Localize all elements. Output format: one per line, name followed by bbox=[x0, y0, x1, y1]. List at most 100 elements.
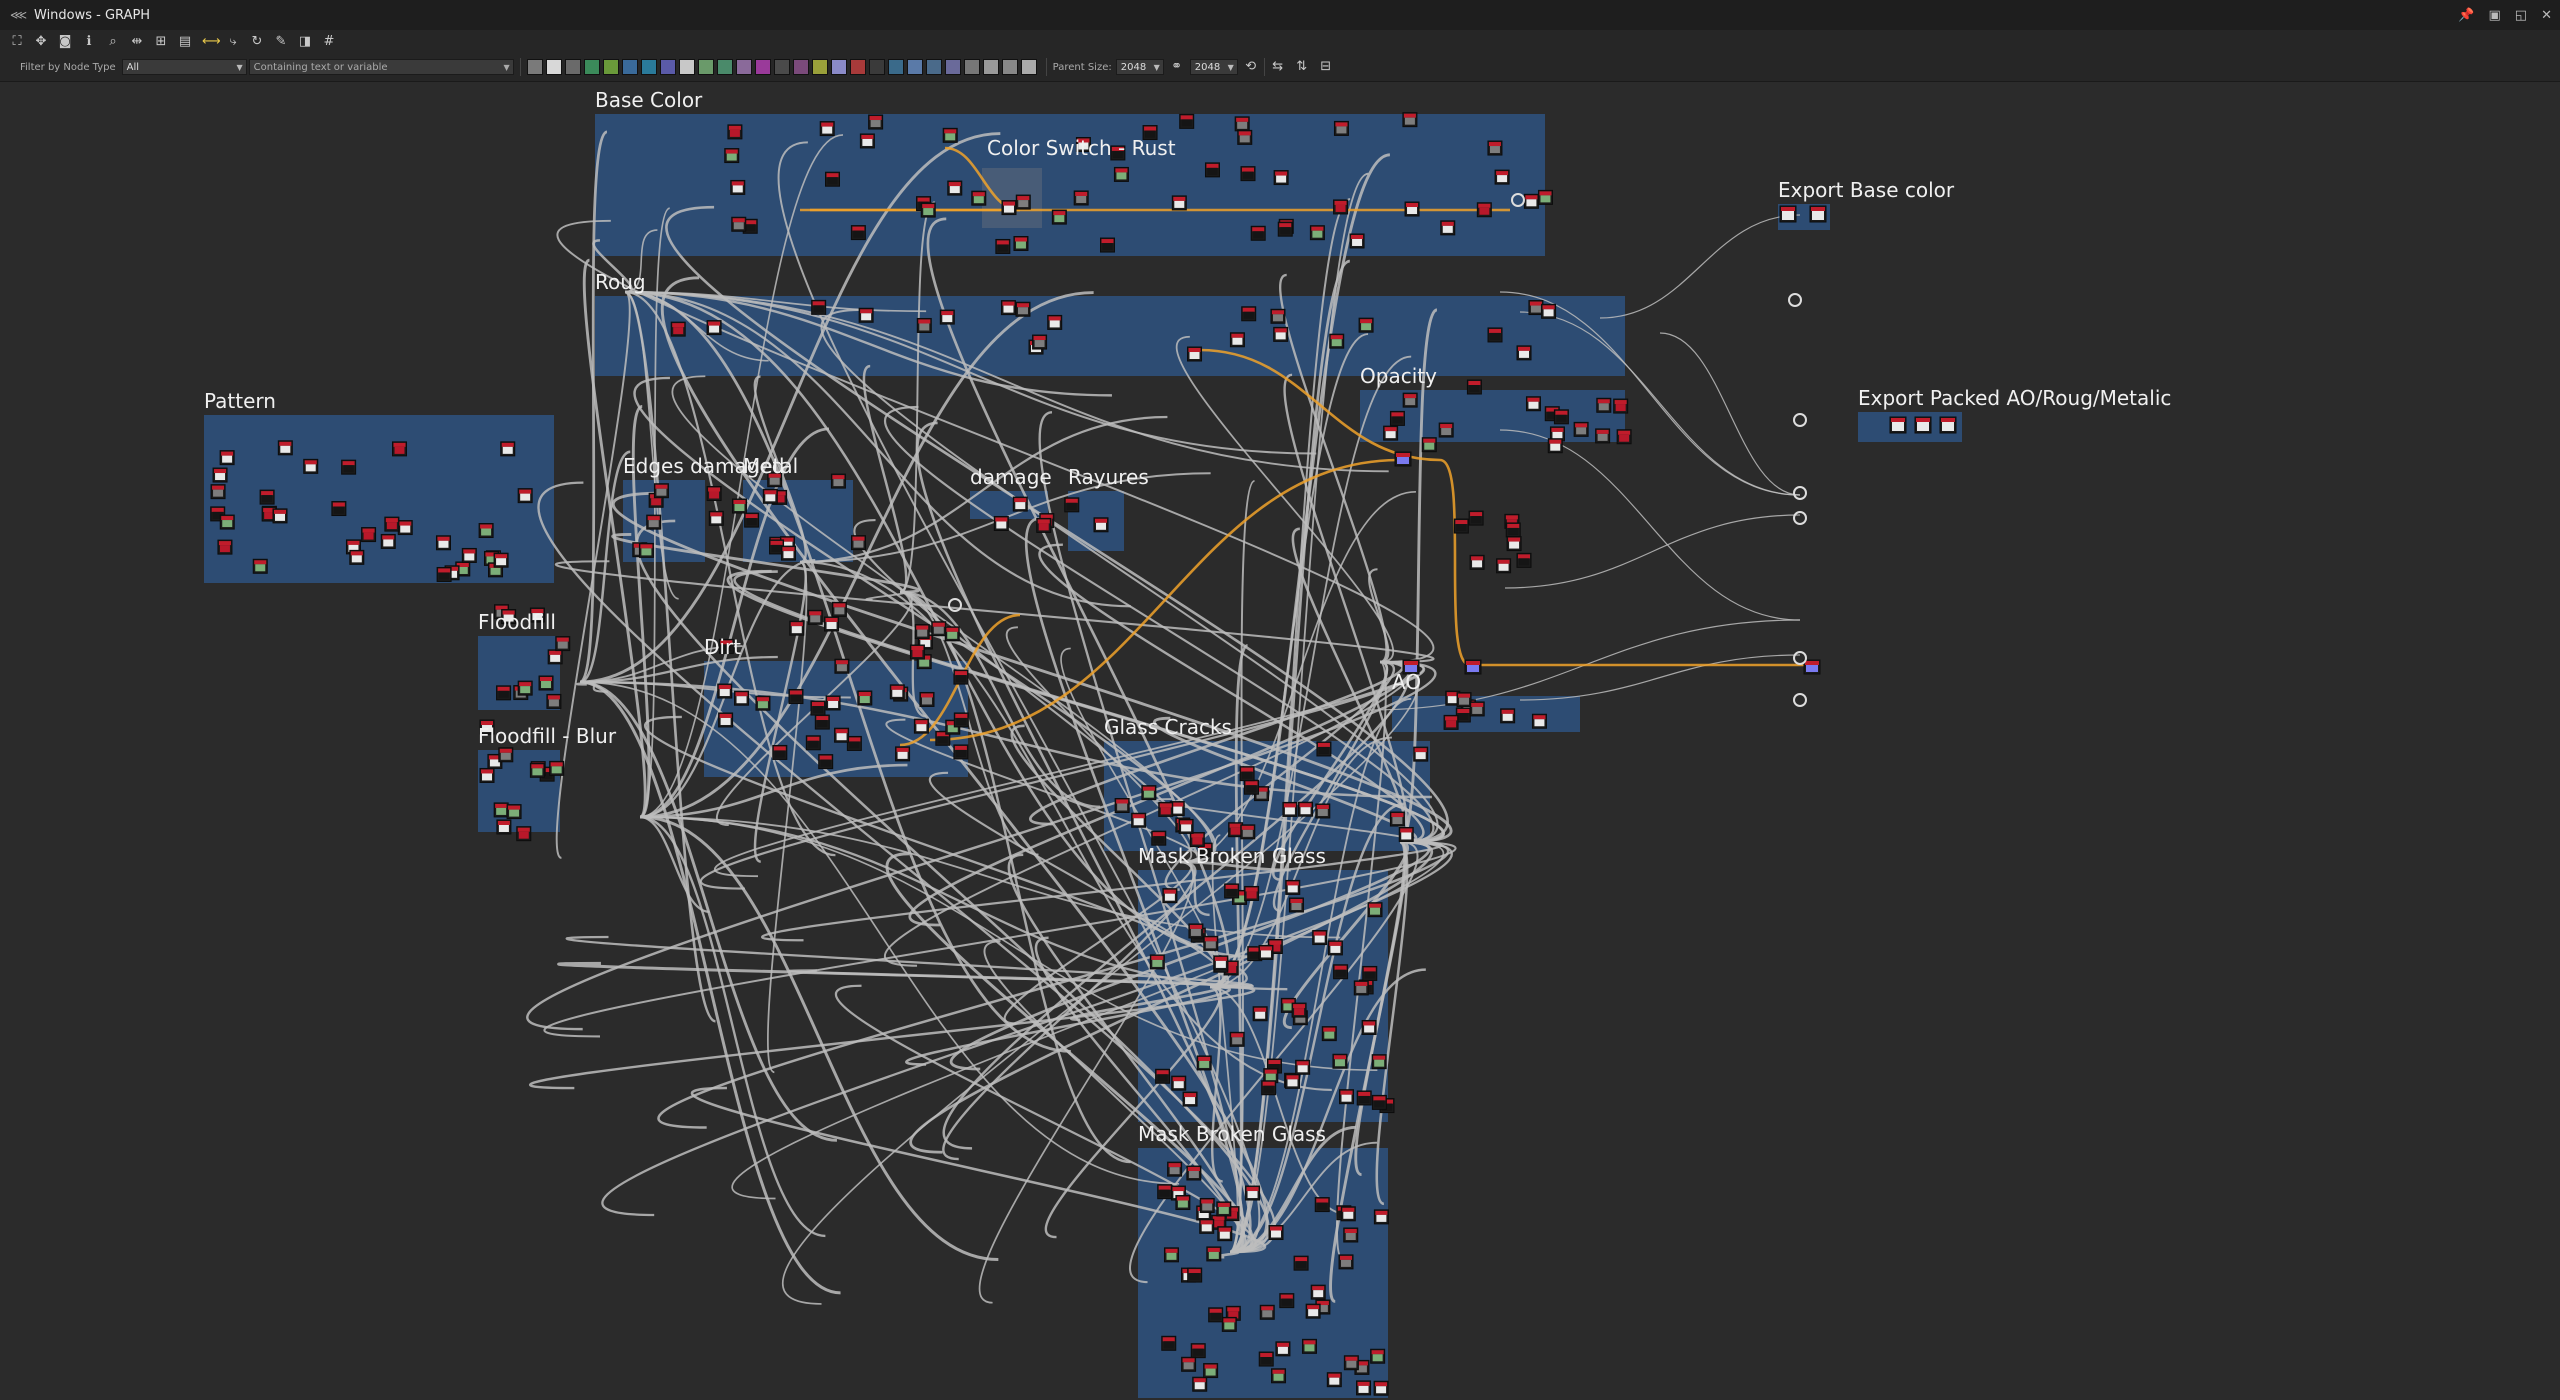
graph-node[interactable] bbox=[1285, 879, 1301, 895]
graph-node[interactable] bbox=[1338, 1254, 1354, 1270]
graph-node[interactable] bbox=[1333, 120, 1349, 136]
graph-node[interactable] bbox=[868, 114, 884, 130]
graph-node[interactable] bbox=[1015, 194, 1031, 210]
output-node-icon[interactable] bbox=[1793, 413, 1807, 427]
graph-node[interactable] bbox=[1175, 1195, 1191, 1211]
graph-node[interactable] bbox=[1553, 409, 1569, 425]
graph-node[interactable] bbox=[384, 516, 400, 532]
graph-node[interactable] bbox=[496, 819, 512, 835]
graph-node[interactable] bbox=[1361, 1019, 1377, 1035]
node-type-button[interactable] bbox=[868, 59, 885, 75]
graph-node[interactable] bbox=[1234, 116, 1250, 132]
graph-node[interactable] bbox=[1141, 785, 1157, 801]
graph-node[interactable] bbox=[824, 616, 840, 632]
graph-node[interactable] bbox=[814, 714, 830, 730]
graph-node[interactable] bbox=[1293, 1255, 1309, 1271]
graph-node[interactable] bbox=[1537, 189, 1553, 205]
graph-node[interactable] bbox=[830, 473, 846, 489]
frame-roug[interactable] bbox=[595, 296, 1625, 376]
graph-node[interactable] bbox=[1613, 398, 1629, 414]
graph-node[interactable] bbox=[1243, 779, 1259, 795]
graph-node[interactable] bbox=[638, 542, 654, 558]
graph-node[interactable] bbox=[1326, 1372, 1342, 1388]
graph-node[interactable] bbox=[1549, 426, 1565, 442]
graph-node[interactable] bbox=[825, 695, 841, 711]
link-size-icon[interactable]: ⚭ bbox=[1171, 59, 1183, 74]
filter-text-input[interactable]: Containing text or variable ▼ bbox=[248, 59, 514, 75]
node-type-button[interactable] bbox=[697, 59, 714, 75]
graph-node[interactable] bbox=[1196, 1055, 1212, 1071]
output-node-icon[interactable] bbox=[1793, 511, 1807, 525]
graph-node[interactable] bbox=[1216, 1201, 1232, 1217]
graph-node[interactable] bbox=[1531, 713, 1547, 729]
graph-node[interactable] bbox=[1367, 902, 1383, 918]
graph-node[interactable] bbox=[1305, 1303, 1321, 1319]
graph-node[interactable] bbox=[831, 601, 847, 617]
graph-node[interactable] bbox=[1093, 517, 1109, 533]
graph-node[interactable] bbox=[858, 307, 874, 323]
graph-node[interactable] bbox=[1321, 1026, 1337, 1042]
maximize-icon[interactable]: ◱ bbox=[2514, 7, 2528, 23]
graph-node[interactable] bbox=[805, 735, 821, 751]
graph-node[interactable] bbox=[212, 467, 228, 483]
graph-node[interactable] bbox=[913, 718, 929, 734]
node-type-button[interactable] bbox=[849, 59, 866, 75]
graph-node[interactable] bbox=[772, 744, 788, 760]
output-node-icon[interactable] bbox=[1793, 651, 1807, 665]
graph-node[interactable] bbox=[1371, 1094, 1387, 1110]
graph-node[interactable] bbox=[303, 458, 319, 474]
graph-node[interactable] bbox=[493, 802, 509, 818]
graph-node[interactable] bbox=[953, 712, 969, 728]
graph-node[interactable] bbox=[1199, 1197, 1215, 1213]
graph-node[interactable] bbox=[939, 309, 955, 325]
graph-node[interactable] bbox=[501, 609, 517, 625]
graph-node[interactable] bbox=[1015, 301, 1031, 317]
graph-node[interactable] bbox=[436, 566, 452, 582]
graph-node[interactable] bbox=[1192, 1376, 1208, 1392]
info-icon[interactable]: ℹ bbox=[86, 33, 92, 49]
graph-node[interactable] bbox=[1315, 803, 1331, 819]
graph-node[interactable] bbox=[810, 700, 826, 716]
graph-node[interactable] bbox=[516, 826, 532, 842]
graph-node[interactable] bbox=[1221, 1316, 1237, 1332]
graph-node[interactable] bbox=[1312, 930, 1328, 946]
graph-node[interactable] bbox=[1158, 801, 1174, 817]
graph-node[interactable] bbox=[1329, 333, 1345, 349]
graph-node[interactable] bbox=[646, 514, 662, 530]
graph-node[interactable] bbox=[1333, 199, 1349, 215]
graph-node[interactable] bbox=[767, 472, 783, 488]
graph-node[interactable] bbox=[1373, 1209, 1389, 1225]
node-type-button[interactable] bbox=[583, 59, 600, 75]
link-icon[interactable]: ⇹ bbox=[131, 33, 143, 49]
graph-node[interactable] bbox=[1204, 162, 1220, 178]
graph-node[interactable] bbox=[1258, 944, 1274, 960]
graph-node[interactable] bbox=[1188, 923, 1204, 939]
graph-node[interactable] bbox=[1506, 536, 1522, 552]
graph-node[interactable] bbox=[1217, 1226, 1233, 1242]
graph-node[interactable] bbox=[971, 190, 987, 206]
graph-node[interactable] bbox=[1779, 205, 1797, 223]
graph-node[interactable] bbox=[1001, 200, 1017, 216]
graph-node[interactable] bbox=[1203, 1363, 1219, 1379]
graph-node[interactable] bbox=[1171, 1075, 1187, 1091]
graph-node[interactable] bbox=[1100, 237, 1116, 253]
graph-node[interactable] bbox=[1362, 965, 1378, 981]
node-type-button[interactable] bbox=[792, 59, 809, 75]
snap-icon[interactable]: ⊟ bbox=[1320, 59, 1332, 74]
distribute-icon[interactable]: ⇅ bbox=[1296, 59, 1308, 74]
graph-node[interactable] bbox=[718, 712, 734, 728]
graph-node[interactable] bbox=[1142, 125, 1158, 141]
tools-icon[interactable]: ✎ bbox=[275, 33, 287, 49]
graph-node[interactable] bbox=[1162, 888, 1178, 904]
graph-node[interactable] bbox=[953, 669, 969, 685]
graph-node[interactable] bbox=[1190, 1343, 1206, 1359]
graph-node[interactable] bbox=[1394, 451, 1412, 467]
graph-node[interactable] bbox=[1179, 113, 1195, 129]
parent-size-select[interactable]: 2048 ▼ bbox=[1115, 59, 1164, 75]
graph-node[interactable] bbox=[762, 488, 778, 504]
node-type-button[interactable] bbox=[1020, 59, 1037, 75]
graph-node[interactable] bbox=[1131, 812, 1147, 828]
graph-node[interactable] bbox=[1541, 303, 1557, 319]
graph-node[interactable] bbox=[1155, 1068, 1171, 1084]
graph-node[interactable] bbox=[479, 767, 495, 783]
